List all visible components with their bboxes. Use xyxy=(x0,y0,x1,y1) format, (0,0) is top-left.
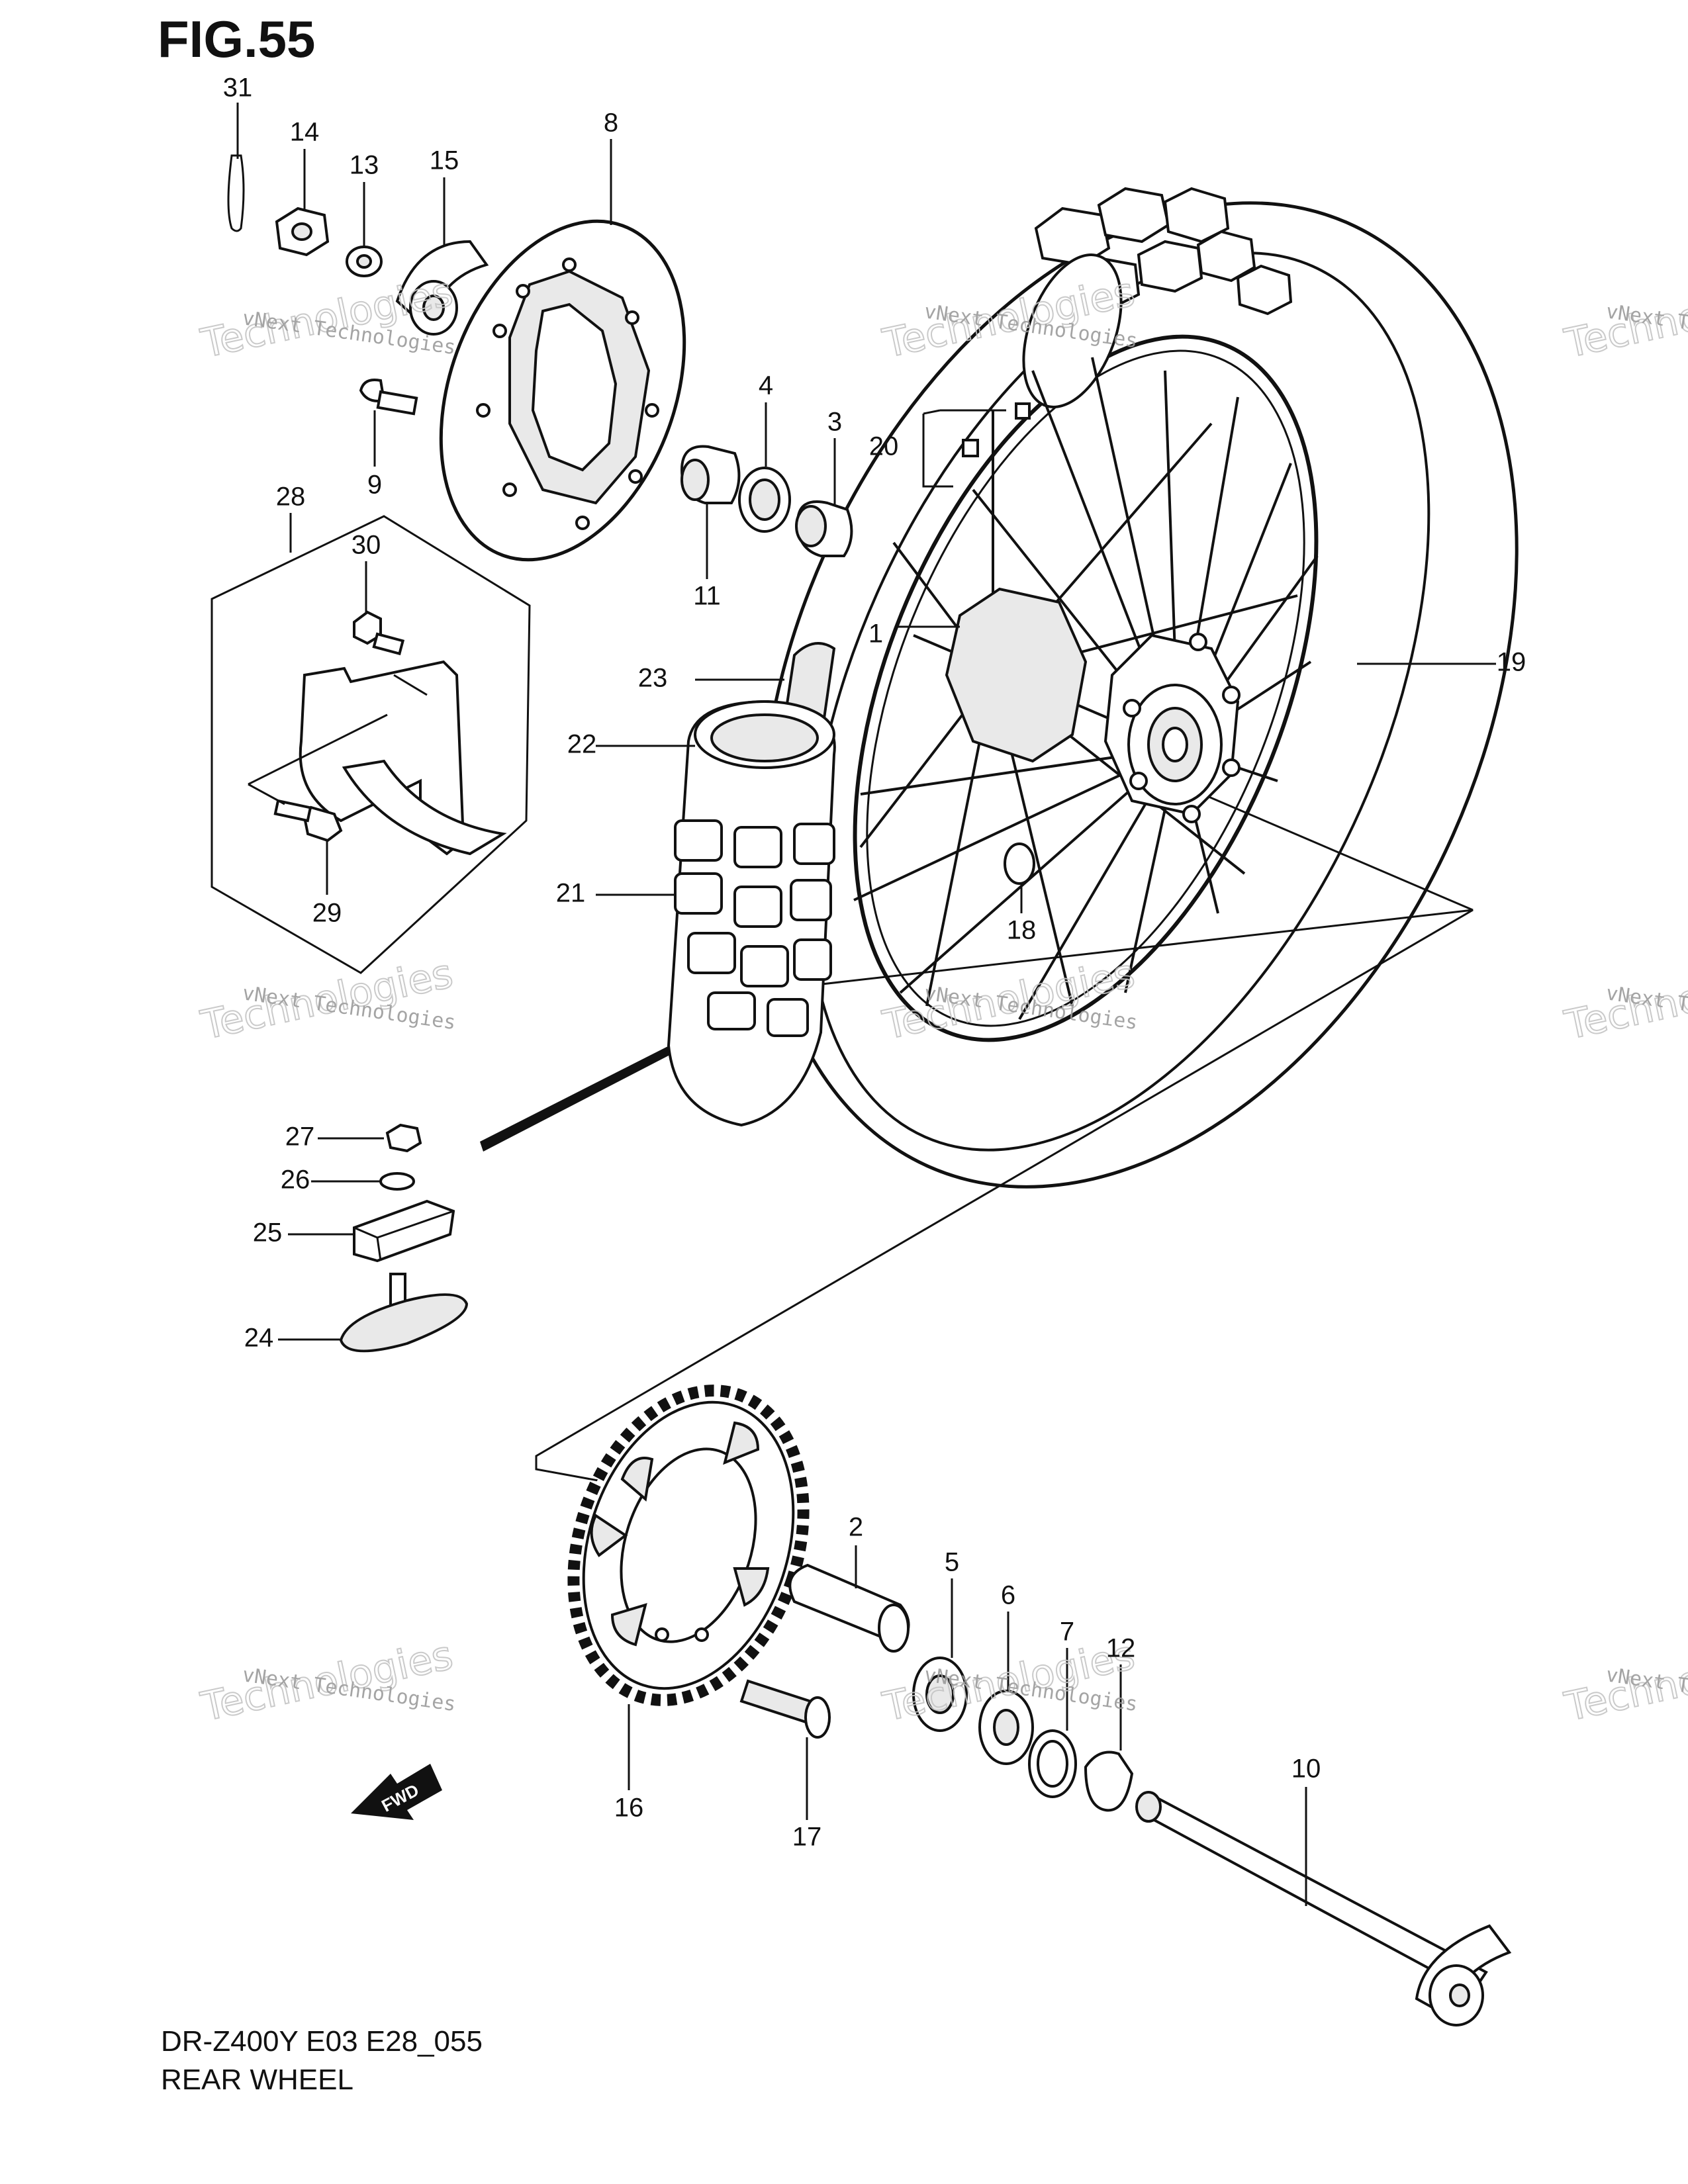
callout-22: 22 xyxy=(567,730,597,759)
spoke-nipple-upper xyxy=(1015,402,1031,420)
callout-25: 25 xyxy=(253,1218,283,1248)
callout-9: 9 xyxy=(367,471,382,500)
callout-5: 5 xyxy=(945,1548,959,1577)
callout-6: 6 xyxy=(1001,1581,1015,1610)
callout-2: 2 xyxy=(849,1513,863,1542)
rear-axle xyxy=(1135,1791,1512,2026)
rear-wheel xyxy=(759,187,1519,1189)
callout-10: 10 xyxy=(1291,1754,1321,1784)
callout-1: 1 xyxy=(868,619,883,649)
callout-28: 28 xyxy=(276,482,306,512)
rim-lock-block-25 xyxy=(353,1199,455,1263)
tire-tube-group xyxy=(667,642,836,1127)
callout-12: 12 xyxy=(1106,1634,1136,1663)
callout-7: 7 xyxy=(1060,1617,1074,1647)
rim-outer xyxy=(853,334,1319,1042)
callout-30: 30 xyxy=(352,531,381,560)
tire-21-tread xyxy=(674,819,835,1037)
kit-frame-28 xyxy=(211,515,531,974)
rear-hub xyxy=(945,587,1241,823)
callout-23: 23 xyxy=(638,664,668,693)
figure-name: REAR WHEEL xyxy=(161,2064,353,2096)
callout-31: 31 xyxy=(223,73,253,103)
callout-20: 20 xyxy=(869,432,899,461)
callout-24: 24 xyxy=(244,1324,274,1353)
wheel-spacers-bearings xyxy=(680,445,853,557)
rim-lock-washer xyxy=(1004,842,1035,885)
callout-29: 29 xyxy=(312,899,342,928)
spoke-nipple-lower xyxy=(962,439,979,457)
sprocket-bolt xyxy=(739,1679,831,1739)
cotter-pin-31 xyxy=(227,154,245,232)
collar-12 xyxy=(1084,1751,1134,1812)
callout-11: 11 xyxy=(693,582,721,611)
tire-tread xyxy=(1022,187,1293,408)
brake-disc xyxy=(439,219,686,562)
washer-26 xyxy=(379,1172,415,1191)
callout-8: 8 xyxy=(604,109,618,138)
watermarks: Technologies vNext Technologies Technolo… xyxy=(197,268,1688,1731)
tire-inner xyxy=(807,251,1430,1152)
model-code: DR-Z400Y E03 E28_055 xyxy=(161,2025,483,2058)
callout-26: 26 xyxy=(281,1165,310,1195)
rim-lock-pad-24 xyxy=(339,1293,469,1353)
rear-caliper-guard-group xyxy=(211,515,531,974)
bolt-9 xyxy=(359,379,386,402)
nut-27 xyxy=(385,1123,422,1153)
callout-16: 16 xyxy=(614,1794,644,1823)
leader-lines xyxy=(236,103,1496,1906)
callout-14: 14 xyxy=(290,118,320,147)
fwd-arrow-icon: FWD xyxy=(351,1764,442,1820)
figure-title: FIG.55 xyxy=(158,10,316,68)
part-callouts: 1234567891011121314151617181920212223242… xyxy=(223,73,1526,1852)
explode-pointer xyxy=(480,1029,707,1152)
rim-lock-group xyxy=(339,1123,469,1353)
callout-13: 13 xyxy=(350,151,379,180)
callout-18: 18 xyxy=(1007,916,1037,945)
callout-27: 27 xyxy=(285,1122,315,1152)
callout-3: 3 xyxy=(827,408,842,437)
callout-21: 21 xyxy=(556,879,586,908)
explode-lines xyxy=(480,760,1474,1484)
explode-frame-line xyxy=(535,909,1474,1484)
callout-4: 4 xyxy=(759,371,773,400)
sprocket-side-parts xyxy=(788,1563,1134,1812)
rim-inner xyxy=(866,349,1305,1027)
callout-15: 15 xyxy=(430,146,459,175)
callout-17: 17 xyxy=(792,1823,822,1852)
callout-19: 19 xyxy=(1497,648,1526,677)
hardware-top-left xyxy=(227,154,489,416)
rear-sprocket xyxy=(567,1385,810,1706)
